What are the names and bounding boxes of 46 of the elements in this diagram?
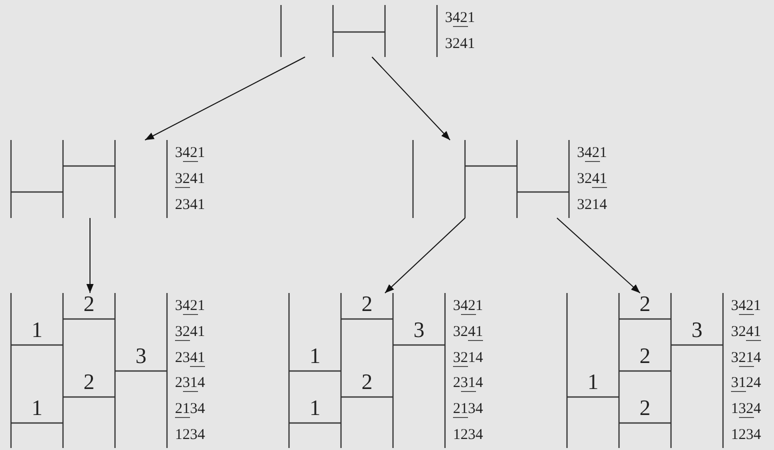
- permutation-label: 3214: [453, 350, 483, 366]
- arrow: [556, 218, 640, 294]
- permutation-label: 2341: [175, 350, 205, 366]
- arrow: [86, 218, 94, 294]
- permutation-label: 3214: [577, 197, 607, 213]
- permutation-label: 2314: [453, 375, 483, 392]
- rung-number: 3: [692, 319, 702, 341]
- permutation-label: 1234: [175, 427, 205, 444]
- permutation-label: 3241: [175, 171, 205, 187]
- permutation-label: 3421: [175, 145, 205, 161]
- rung-number: 2: [84, 293, 94, 315]
- permutation-label: 3421: [175, 298, 205, 314]
- rung-number: 3: [136, 345, 146, 367]
- permutation-label: 3241: [577, 171, 607, 187]
- permutation-label: 3241: [453, 324, 483, 340]
- permutation-label: 1324: [731, 401, 761, 418]
- permutation-label: 3421: [453, 298, 483, 314]
- rung-number: 2: [640, 397, 650, 419]
- permutation-label: 1234: [453, 427, 483, 444]
- rung-number: 1: [32, 319, 42, 341]
- rung-number: 1: [310, 345, 320, 367]
- rung-number: 1: [310, 397, 320, 419]
- permutation-label: 3421: [445, 10, 475, 26]
- rung-number: 3: [414, 319, 424, 341]
- rung-number: 2: [84, 371, 94, 393]
- permutation-label: 2341: [175, 197, 205, 213]
- permutation-label: 2134: [175, 401, 205, 418]
- rung-number: 2: [362, 371, 372, 393]
- permutation-label: 3241: [175, 324, 205, 340]
- permutation-label: 3241: [445, 36, 475, 52]
- permutation-label: 3214: [731, 350, 761, 366]
- permutation-label: 3241: [731, 324, 761, 340]
- rung-number: 1: [32, 397, 42, 419]
- rung-number: 2: [362, 293, 372, 315]
- arrow: [144, 56, 306, 140]
- permutation-label: 2314: [175, 375, 205, 392]
- rung-number: 1: [588, 371, 598, 393]
- permutation-label: 3124: [731, 375, 761, 392]
- permutation-label: 2134: [453, 401, 483, 418]
- permutation-label: 3421: [577, 145, 607, 161]
- arrow: [384, 218, 466, 294]
- permutation-label: 1234: [731, 427, 761, 444]
- rung-number: 2: [640, 345, 650, 367]
- arrow: [372, 56, 450, 140]
- rung-number: 2: [640, 293, 650, 315]
- permutation-label: 3421: [731, 298, 761, 314]
